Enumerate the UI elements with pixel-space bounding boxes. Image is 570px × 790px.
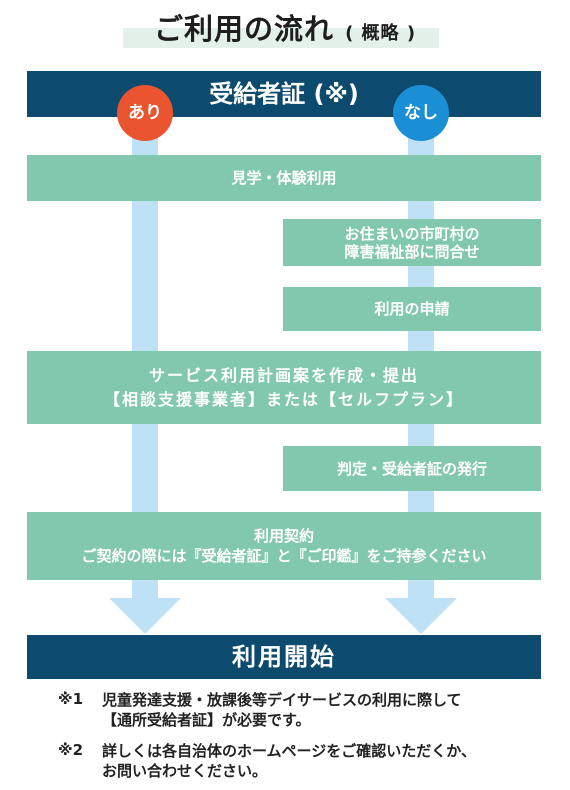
title-subtitle: ( 概略 )	[345, 23, 417, 44]
step-plan-line-2: 【相談支援事業者】または【セルフプラン】	[103, 389, 464, 409]
footnotes: ※1 児童発達支援・放課後等デイサービスの利用に際して 【通所受給者証】が必要で…	[58, 690, 548, 790]
branch-yes-badge: あり	[117, 85, 173, 141]
title-highlight	[123, 28, 439, 48]
step-contract: 利用契約 ご契約の際には『受給者証』と『ご印鑑』をご持参ください	[27, 512, 541, 580]
footnote-2: ※2 詳しくは各自治体のホームページをご確認いただくか、 お問い合わせください。	[58, 741, 548, 782]
step-contact-line-2: 障害福祉部に問合せ	[344, 242, 480, 261]
right-flow-arrow-icon	[385, 598, 457, 634]
step-service-plan: サービス利用計画案を作成・提出 【相談支援事業者】または【セルフプラン】	[27, 351, 541, 424]
footnote-2-line-1: 詳しくは各自治体のホームページをご確認いただくか、	[102, 741, 476, 760]
footnote-1-line-1: 児童発達支援・放課後等デイサービスの利用に際して	[102, 691, 462, 709]
footnote-1-line-2: 【通所受給者証】が必要です。	[102, 711, 311, 730]
step-visit-label: 見学・体験利用	[231, 169, 337, 187]
footnote-2-text: 詳しくは各自治体のホームページをご確認いただくか、 お問い合わせください。	[102, 741, 548, 782]
start-of-use-band: 利用開始	[27, 635, 541, 679]
footnote-1: ※1 児童発達支援・放課後等デイサービスの利用に際して 【通所受給者証】が必要で…	[58, 690, 548, 731]
certificate-band: 受給者証 (※)	[27, 71, 541, 117]
step-decision-issue: 判定・受給者証の発行	[283, 446, 541, 491]
step-contact-municipality: お住まいの市町村の 障害福祉部に問合せ	[283, 219, 541, 266]
step-contract-line-1: 利用契約	[253, 527, 314, 545]
footnote-2-mark: ※2	[58, 740, 84, 759]
step-apply: 利用の申請	[283, 287, 541, 331]
branch-no-badge: なし	[393, 85, 449, 141]
footnote-1-mark: ※1	[58, 690, 84, 708]
step-contact-line-1: お住まいの市町村の	[344, 224, 480, 243]
step-visit-trial: 見学・体験利用	[27, 155, 541, 201]
step-apply-label: 利用の申請	[374, 300, 450, 318]
step-decision-label: 判定・受給者証の発行	[336, 459, 487, 478]
step-contract-line-2: ご契約の際には『受給者証』と『ご印鑑』をご持参ください	[81, 547, 487, 565]
footnote-1-text: 児童発達支援・放課後等デイサービスの利用に際して 【通所受給者証】が必要です。	[102, 690, 548, 731]
step-plan-line-1: サービス利用計画案を作成・提出	[148, 366, 419, 386]
title-text: ご利用の流れ	[153, 12, 334, 46]
page-title: ご利用の流れ ( 概略 )	[0, 6, 570, 48]
left-flow-arrow-icon	[109, 598, 181, 634]
footnote-2-line-2: お問い合わせください。	[102, 761, 268, 780]
